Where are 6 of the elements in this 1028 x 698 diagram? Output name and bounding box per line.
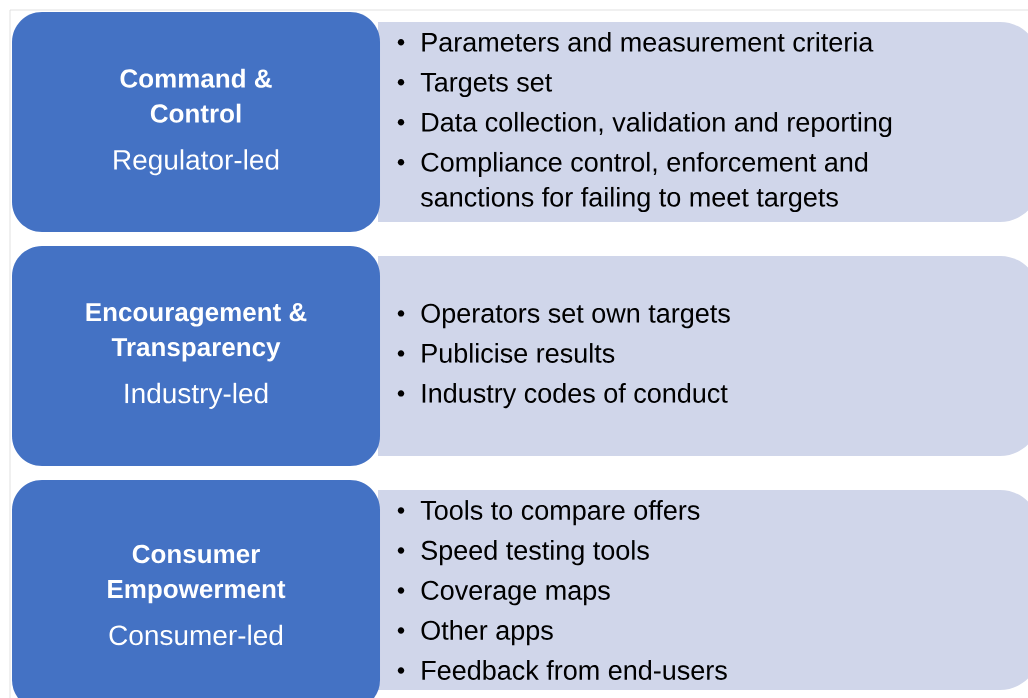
category-box: Consumer Empowerment Consumer-led <box>12 480 380 698</box>
category-box: Encouragement & Transparency Industry-led <box>12 246 380 466</box>
category-box: Command & Control Regulator-led <box>12 12 380 232</box>
bullet-panel: Parameters and measurement criteria Targets set Data collection, validation and reporting Compliance control, enforcement and sanctions for failing to meet targets <box>378 22 1028 222</box>
bullet-panel: Operators set own targets Publicise results Industry codes of conduct <box>378 256 1028 456</box>
bullet-panel: Tools to compare offers Speed testing tools Coverage maps Other apps Feedback from end-users <box>378 490 1028 690</box>
